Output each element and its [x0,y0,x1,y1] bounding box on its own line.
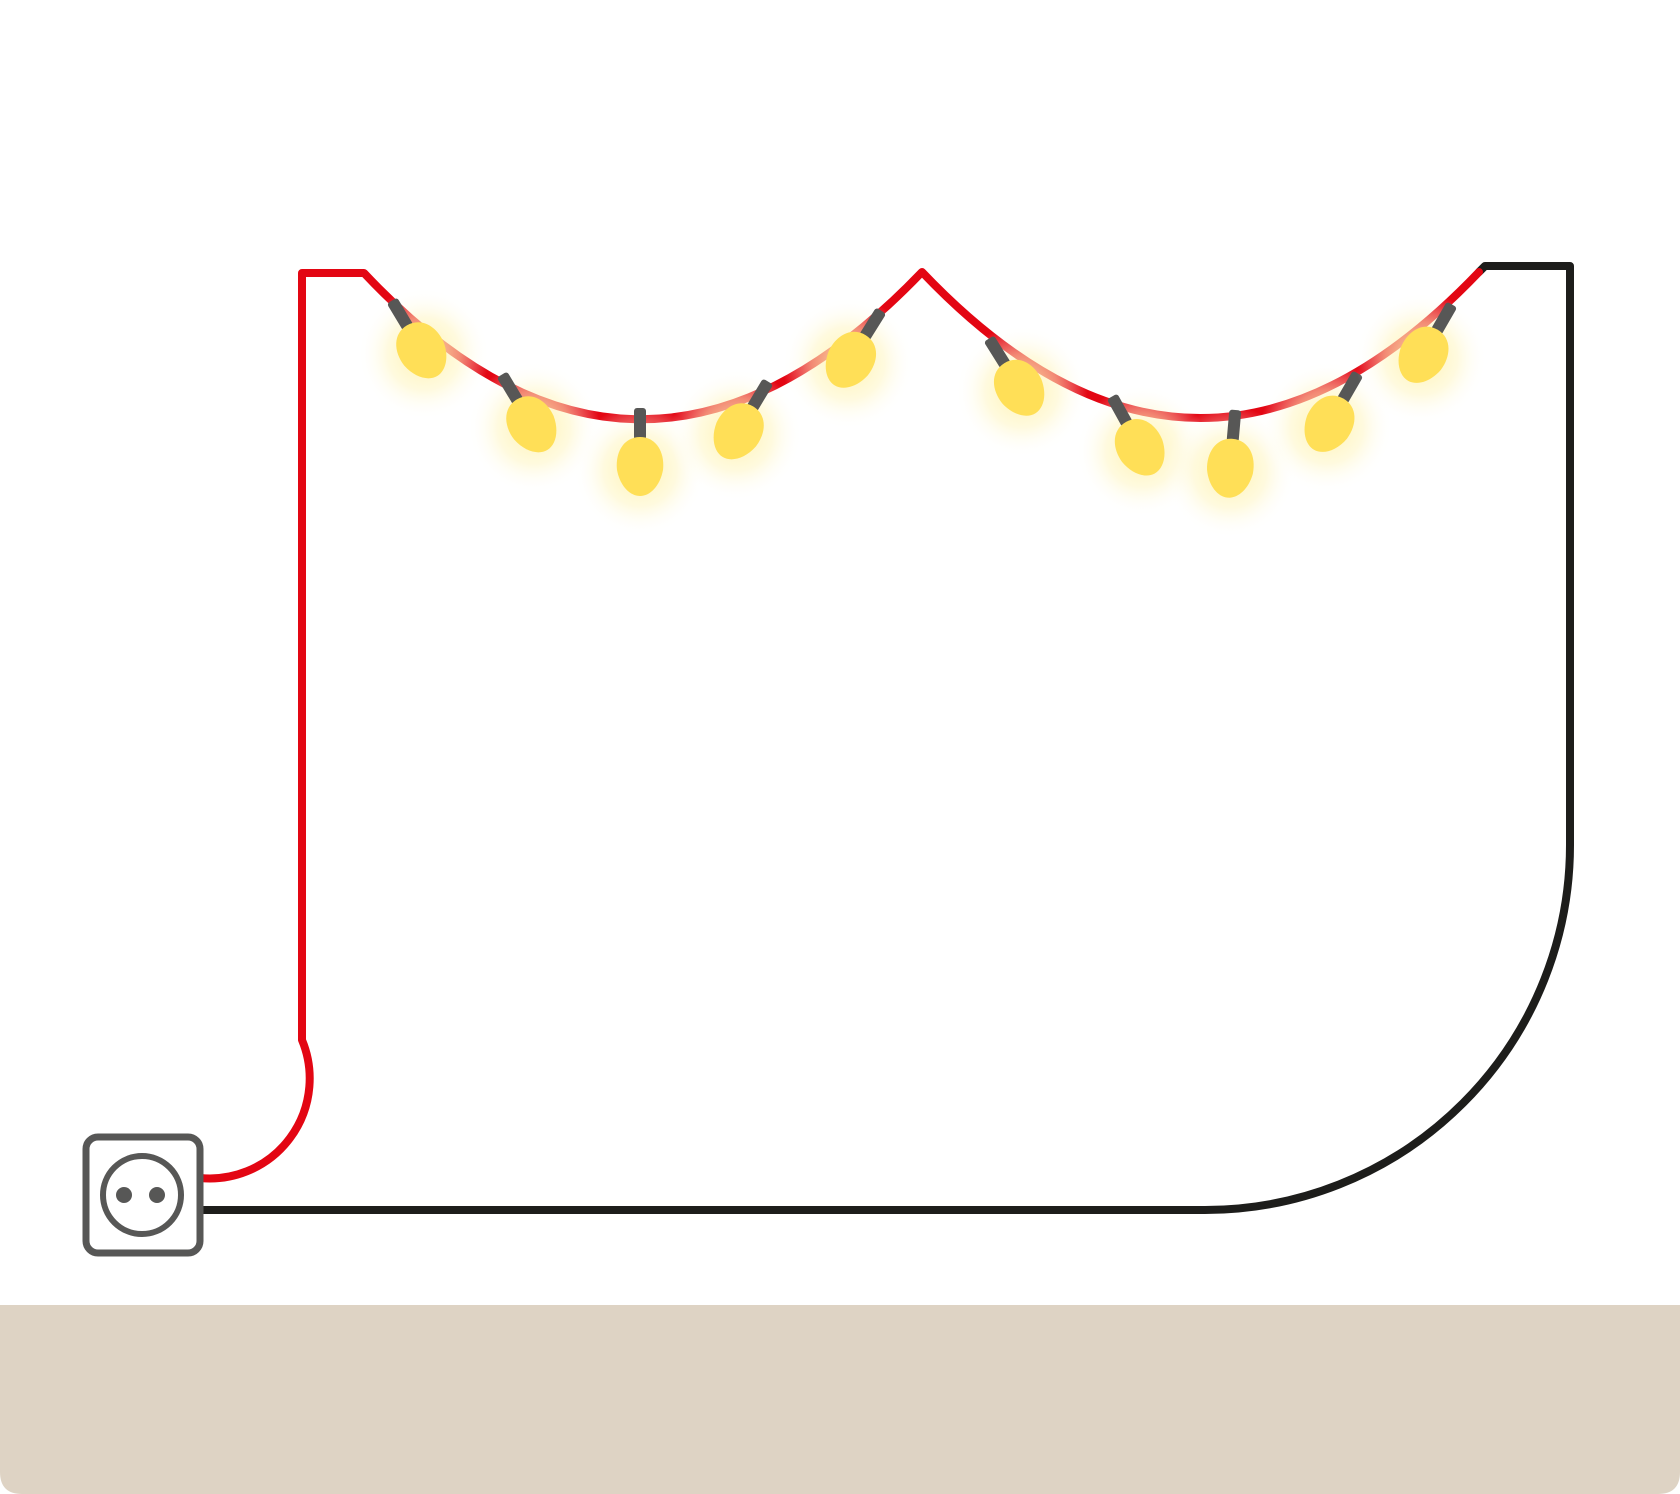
light-bulb-icon [955,325,1088,458]
light-bulb-icon [670,368,803,501]
floor [0,1305,1680,1494]
light-bulb-icon [357,287,490,420]
light-bulb-icon [1261,361,1393,494]
light-bulb-icon [467,361,600,494]
neutral-wire [196,262,1574,1214]
power-socket-icon [82,1133,204,1257]
bulb-garland [357,287,1487,538]
light-bulb-icon [782,297,915,430]
light-bulb-icon [1355,292,1487,425]
